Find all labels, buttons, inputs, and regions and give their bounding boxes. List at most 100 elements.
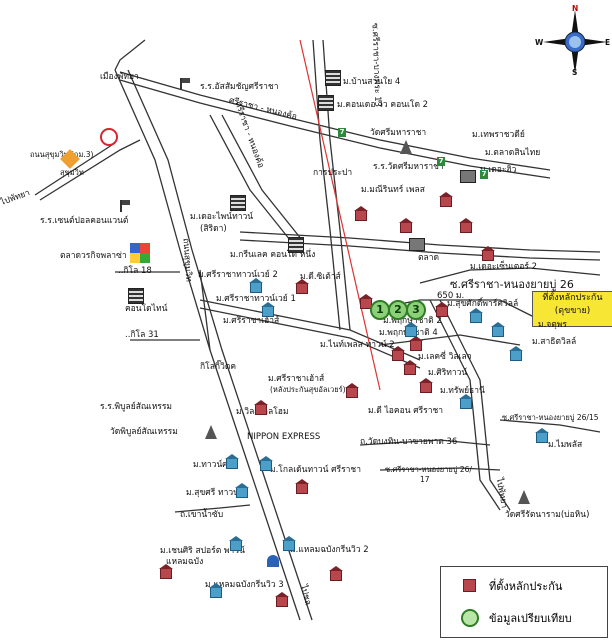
gas-station-icon (267, 555, 279, 567)
comparison-pin (225, 454, 239, 469)
collateral-pin (409, 336, 423, 351)
label-soi-17: 17 (420, 475, 430, 484)
temple-icon (518, 490, 530, 504)
label-m-pruksa2: ม.พฤกษาชาติ 2 (383, 316, 442, 326)
label-wat-pibun: วัดพิบูลย์สัณเหรรม (110, 427, 178, 437)
building-icon (288, 237, 304, 253)
collateral-pin (329, 566, 343, 581)
comparison-pin (209, 583, 223, 598)
label-assumption-school: ร.ร.อัสสัมชัญศรีราชา (200, 82, 279, 92)
label-pibun-school: ร.ร.พิบูลย์สัณเหรรม (100, 402, 173, 412)
market-icon (409, 238, 425, 251)
comparison-marker-3: 3 (406, 300, 426, 320)
label-m-sathit-ville: ม.สาธิตวิลล์ (532, 337, 577, 347)
hospital-icon (100, 128, 118, 146)
bus-icon (460, 170, 476, 183)
label-sukhumvit-km3: ถนนสุขุมวิท (กม.3) (30, 150, 94, 159)
collateral-pin (345, 383, 359, 398)
label-m-de-center2: ม.เดอะเซ็นเตอร์ 2 (470, 262, 538, 272)
comparison-pin (535, 428, 549, 443)
label-m-thepraj: ม.เทพราชวดีย์ (472, 130, 525, 140)
label-soi-26: ซ.ศรีราชา-หนองยายบู่ 26 (450, 278, 574, 291)
label-talat: ตลาด (418, 253, 440, 263)
legend-collateral-label: ที่ตั้งหลักประกัน (489, 580, 563, 593)
comparison-pin (261, 302, 275, 317)
callout-line2: (ดุขขาย) (554, 306, 591, 316)
collateral-pin (459, 218, 473, 233)
comparison-pin (491, 322, 505, 337)
label-m-sriracha-town1: ม.ศรีราชาทาวน์เวย์ 1 (216, 294, 296, 304)
comparison-marker-1: 1 (370, 300, 390, 320)
temple-icon (205, 425, 217, 439)
comparison-pin (229, 536, 243, 551)
building-icon (318, 95, 334, 111)
label-road-khao-namsap: ถ.เขาน้ำซับ (180, 510, 224, 520)
comparison-pin (509, 346, 523, 361)
label-m-suksak-parkville: ม.สุขศักดิ์พาร์ควิลล์ (447, 299, 519, 309)
main-collateral-callout: ที่ตั้งหลักประกัน (ดุขขาย) (532, 291, 612, 327)
building-icon (128, 288, 144, 304)
label-m-bansuan4: ม.บ้านสวนใย 4 (343, 77, 401, 87)
label-m-d-city: ม.ดี.ซิเต้าส์ (300, 272, 341, 282)
label-m-night-place2: ม.ไนท์เพลส ทาวน์ 2 (320, 340, 395, 350)
label-wat-sriracha-school: ร.ร.วัดศรีมหาราชา (373, 162, 444, 172)
comparison-marker-2: 2 (388, 300, 408, 320)
label-talad-kitcharoen: ตลาดวรกิจพลาซ่า (60, 251, 127, 261)
collateral-pin (159, 564, 173, 579)
building-icon (325, 70, 341, 86)
label-m-green-lake: ม.กรีนเลค คอนโด หนึ่ง (230, 250, 316, 260)
collateral-pin (295, 279, 309, 294)
label-wat-sri-rattanaram: วัดศรีรัตนาราม(บ่อหิน) (505, 510, 590, 520)
comparison-pin (469, 308, 483, 323)
collateral-pin (391, 346, 405, 361)
label-pattaya-police: เมืองพัทยา (100, 72, 139, 82)
market-icon (130, 243, 150, 263)
compass-rose: N S W E (535, 4, 611, 77)
collateral-pin (419, 378, 433, 393)
label-m-town-sri: ม.ทาวน์ศรี (193, 460, 233, 470)
compass-e: E (605, 38, 611, 47)
label-m-d-icon: ม.ดี ไอคอน ศรีราชา (368, 406, 444, 416)
comparison-pin (459, 394, 473, 409)
label-650m: 650 ม. (437, 291, 465, 301)
collateral-pin (435, 302, 449, 317)
label-m-de-pine-town-2: (สิริดา) (200, 224, 227, 234)
compass-w: W (535, 38, 544, 47)
label-m-suksri-town: ม.สุขศรี ทาวน์ (186, 488, 239, 498)
temple-icon (400, 140, 412, 154)
seven-eleven-icon: 7 (338, 128, 346, 137)
collateral-pin (354, 206, 368, 221)
collateral-pin (481, 246, 495, 261)
label-wat-sriracha: วัดศรีมหาราชา (370, 128, 427, 138)
label-m-sriracha-house2-sub: (หลังประกันสุขอัลเวยร์) (270, 385, 346, 394)
label-m-chensiri-2: แหลมฉบัง (166, 557, 204, 567)
compass-n: N (572, 4, 579, 13)
label-m-condoview2: ม.คอนเดอ วิว คอนเโด 2 (337, 100, 429, 110)
label-m-chensiri: ม.เชนศิริ สปอร์ต พาวน์ (160, 546, 245, 556)
label-m-my-plus: ม.ไมพลัส (548, 440, 583, 450)
label-soi-26-15: ซ.ศรีราชา-หนองยายบู่ 26/15 (502, 413, 599, 422)
flag-icon (120, 200, 130, 212)
flag-icon (180, 78, 190, 90)
collateral-pin (439, 192, 453, 207)
label-nippon-express: NIPPON EXPRESS (247, 432, 321, 442)
label-m-laemchabang2: ม.แหลมฉบังกรีนวิว 2 (290, 545, 369, 555)
label-m-de-pine-town: ม.เดอะไพน์ทาวน์ (190, 212, 254, 222)
label-km18: ..กิโล 18 (118, 266, 152, 276)
compass-s: S (572, 68, 578, 77)
label-m-sriracha-town2: ม.ศรีราชาทาวน์เวย์ 2 (198, 270, 278, 280)
legend-comparison-label: ข้อมูลเปรียบเทียบ (489, 612, 572, 625)
collateral-pin (254, 400, 268, 415)
label-st-paul-school: ร.ร.เซนต์ปอลคอนแวนต์ (40, 216, 129, 226)
label-m-sriracha-house2: ม.ศรีราชาเฮ้าส์ (268, 374, 325, 384)
comparison-pin (249, 278, 263, 293)
label-m-jatuporn: ม.จตุพร (538, 320, 567, 330)
building-icon (230, 195, 246, 211)
collateral-pin (399, 218, 413, 233)
label-soi-26-17: ซ.ศรีราชา-หนองยายบู่ 26/ (385, 465, 472, 474)
collateral-pin (403, 360, 417, 375)
comparison-pin (235, 483, 249, 498)
legend-comparison-icon (461, 609, 479, 627)
label-m-laemchabang3: ม.แหลมฉบังกรีนวิว 3 (205, 580, 284, 590)
label-m-talat-sin: ม.ตลาดสินไทย (485, 148, 541, 158)
